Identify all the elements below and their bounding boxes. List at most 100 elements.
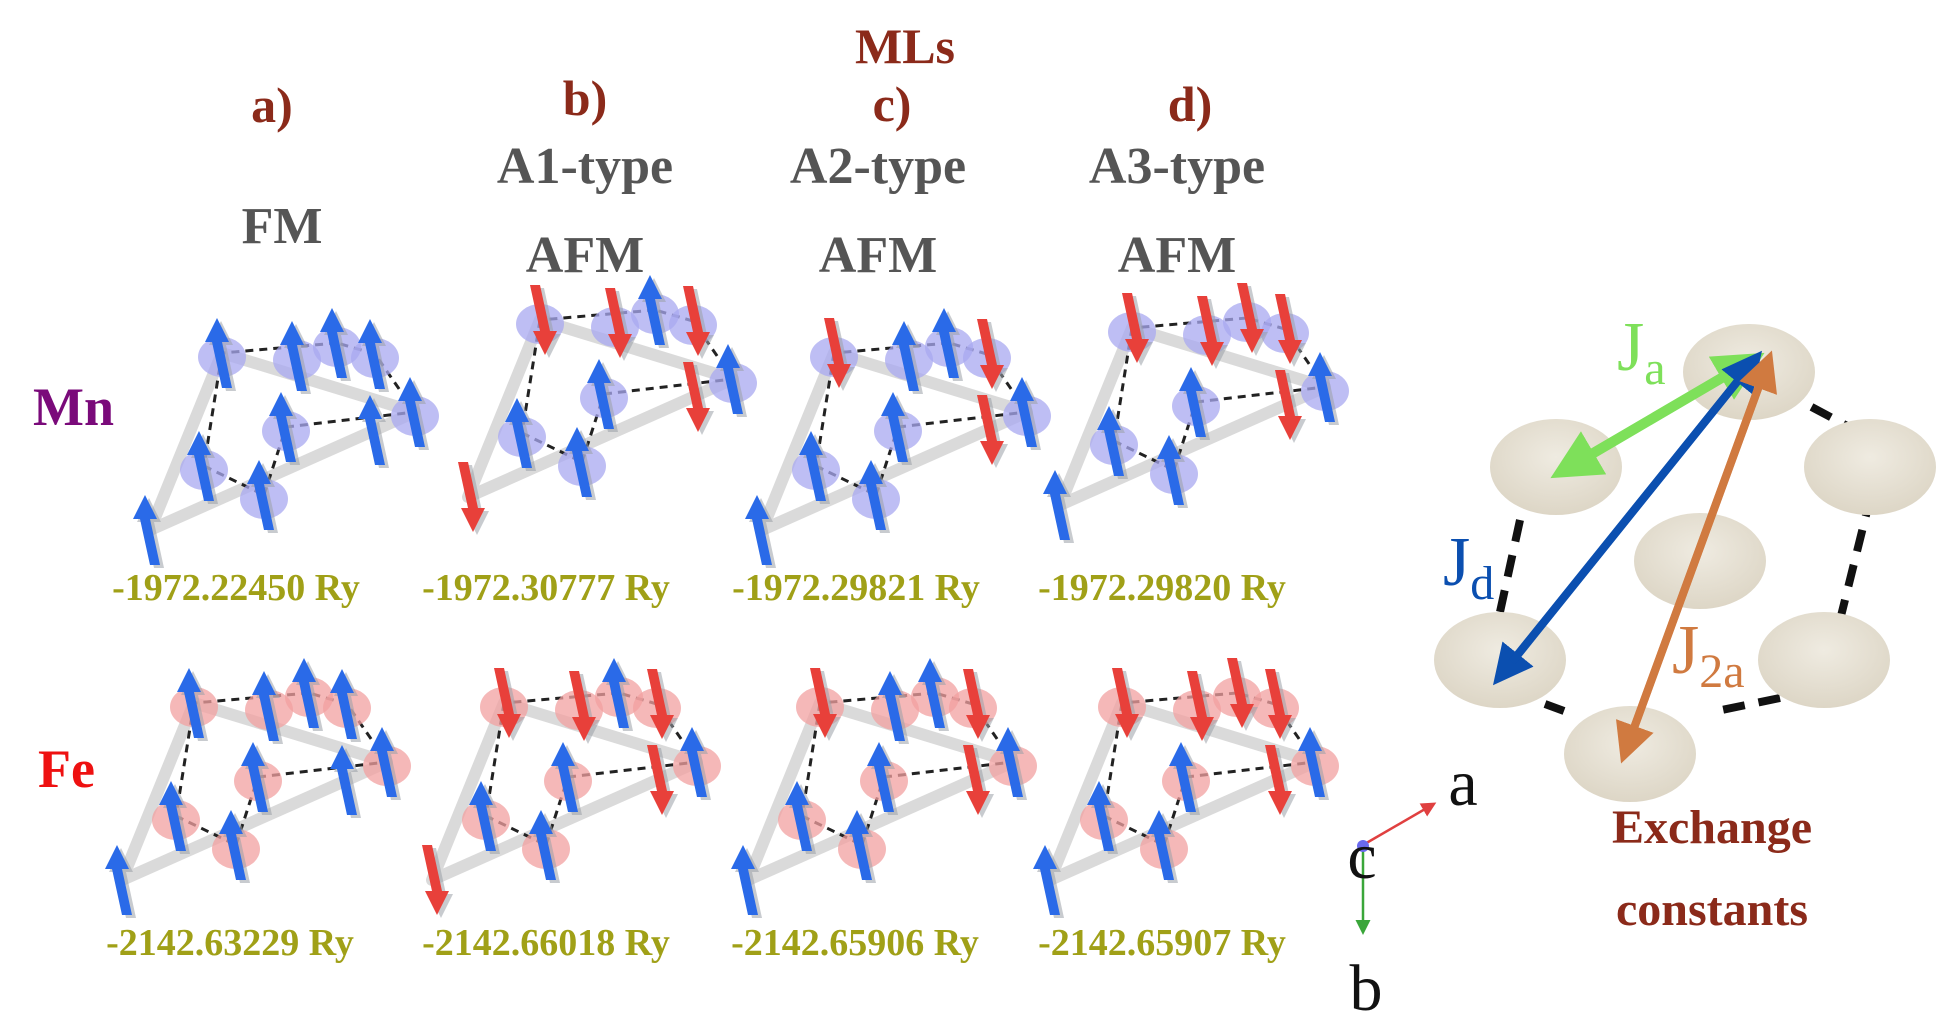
- spin-up-arrow-3: [785, 781, 812, 851]
- spin-up-arrow-8: [252, 671, 279, 741]
- spin-up-arrow-3: [505, 398, 532, 468]
- exchange-constants-diagram: Ja Jd J2a Exchange constants: [1434, 309, 1936, 936]
- spin-up-arrow-1: [247, 460, 274, 530]
- spin-up-arrow-5: [1298, 727, 1325, 797]
- spin-down-arrow-8: [605, 288, 632, 358]
- spin-up-arrow-3: [469, 781, 496, 851]
- column-d-type: A3-type: [1089, 138, 1265, 195]
- column-c-type: A2-type: [790, 138, 966, 195]
- column-headings: a) FM b) A1-type AFM c) A2-type AFM d) A…: [242, 70, 1266, 284]
- spin-up-arrow-8: [892, 321, 919, 391]
- atom-node-bottom: [1564, 706, 1696, 802]
- ja-label-sub: a: [1644, 342, 1665, 395]
- spin-up-arrow-4: [551, 742, 578, 812]
- spin-up-arrow-2: [330, 745, 357, 815]
- spin-up-arrow-0: [133, 495, 160, 565]
- bond-0: [521, 431, 583, 464]
- spin-down-arrow-6: [810, 668, 837, 738]
- atom-node-right: [1804, 419, 1936, 515]
- energy-fe-b: -2142.66018 Ry: [422, 922, 670, 964]
- energy-fe-c: -2142.65906 Ry: [731, 922, 979, 964]
- spin-down-arrow-6: [1112, 668, 1139, 738]
- spin-down-arrow-9: [647, 669, 674, 739]
- axis-b-label: b: [1350, 952, 1383, 1025]
- spin-up-arrow-1: [845, 810, 872, 880]
- spin-up-arrow-7: [292, 658, 319, 728]
- spin-down-arrow-0: [422, 845, 449, 915]
- spin-up-arrow-0: [1043, 470, 1070, 540]
- spin-down-arrow-6: [494, 668, 521, 738]
- jd-label: Jd: [1443, 524, 1494, 610]
- spin-up-arrow-3: [159, 781, 186, 851]
- spin-up-arrow-4: [241, 742, 268, 812]
- spin-up-arrow-4: [269, 392, 296, 462]
- energy-labels: -1972.22450 Ry -1972.30777 Ry -1972.2982…: [106, 567, 1286, 964]
- energy-fe-d: -2142.65907 Ry: [1038, 922, 1286, 964]
- spin-down-arrow-7: [1227, 658, 1254, 728]
- spin-up-arrow-5: [370, 727, 397, 797]
- j2a-label-main: J: [1672, 612, 1699, 689]
- ja-label: Ja: [1617, 309, 1666, 395]
- j2a-arrow-tail-end: [1627, 350, 1777, 738]
- spin-up-arrow-4: [1179, 367, 1206, 437]
- spin-up-arrow-2: [358, 395, 385, 465]
- spin-down-arrow-8: [569, 671, 596, 741]
- spin-up-arrow-9: [330, 669, 357, 739]
- spin-up-arrow-7: [320, 308, 347, 378]
- axis-c-label: c: [1347, 820, 1376, 893]
- axis-a-arrow: [1362, 802, 1437, 847]
- spin-up-arrow-5: [680, 727, 707, 797]
- spin-up-arrow-0: [745, 495, 772, 565]
- panel-mn-c: [745, 308, 1051, 568]
- spin-up-arrow-3: [1097, 406, 1124, 476]
- panel-mn-b: [458, 275, 757, 535]
- bond-0: [815, 464, 877, 497]
- panel-fe-d: [1033, 658, 1339, 918]
- spin-up-arrow-7: [602, 658, 629, 728]
- spin-up-arrow-6: [205, 318, 232, 388]
- axis-c-dot: [1357, 840, 1369, 852]
- energy-fe-a: -2142.63229 Ry: [106, 922, 354, 964]
- energy-mn-d: -1972.29820 Ry: [1038, 567, 1286, 609]
- column-a-letter: a): [251, 77, 293, 133]
- column-a-order: FM: [242, 198, 323, 255]
- spin-down-arrow-2: [977, 395, 1004, 465]
- spin-down-arrow-6: [530, 285, 557, 355]
- spin-down-arrow-8: [1187, 671, 1214, 741]
- atom-node-center: [1634, 513, 1766, 609]
- column-c-letter: c): [873, 76, 912, 132]
- spin-up-arrow-0: [731, 845, 758, 915]
- column-b-type: A1-type: [497, 138, 673, 195]
- spin-up-arrow-1: [1147, 810, 1174, 880]
- spin-down-arrow-9: [1265, 669, 1292, 739]
- spin-up-arrow-1: [219, 810, 246, 880]
- spin-up-arrow-1: [565, 427, 592, 497]
- j2a-label: J2a: [1672, 612, 1745, 698]
- atom-node-lower-left: [1434, 612, 1566, 708]
- jd-label-sub: d: [1470, 557, 1494, 610]
- j2a-label-sub: 2a: [1699, 645, 1744, 698]
- spin-up-arrow-4: [881, 392, 908, 462]
- ja-arrow-tail-end: [1577, 352, 1765, 466]
- spin-down-arrow-0: [458, 462, 485, 532]
- atom-node-left: [1490, 419, 1622, 515]
- spin-up-arrow-4: [1169, 742, 1196, 812]
- panel-mn-a: [133, 308, 439, 568]
- exchange-caption-line1: Exchange: [1612, 801, 1812, 854]
- bond-0: [175, 814, 237, 847]
- bond-0: [1103, 814, 1165, 847]
- column-b-order: AFM: [526, 227, 644, 284]
- spin-up-arrow-7: [638, 275, 665, 345]
- spin-up-arrow-9: [358, 319, 385, 389]
- panel-fe-a: [105, 658, 411, 918]
- spin-up-arrow-7: [932, 308, 959, 378]
- exchange-caption-line2: constants: [1616, 883, 1808, 936]
- spin-up-arrow-5: [398, 377, 425, 447]
- spin-up-arrow-5: [1308, 352, 1335, 422]
- spin-down-arrow-8: [1197, 296, 1224, 366]
- spin-up-arrow-8: [878, 671, 905, 741]
- spin-up-arrow-5: [1010, 377, 1037, 447]
- spin-down-arrow-2: [1265, 745, 1292, 815]
- bond-0: [485, 814, 547, 847]
